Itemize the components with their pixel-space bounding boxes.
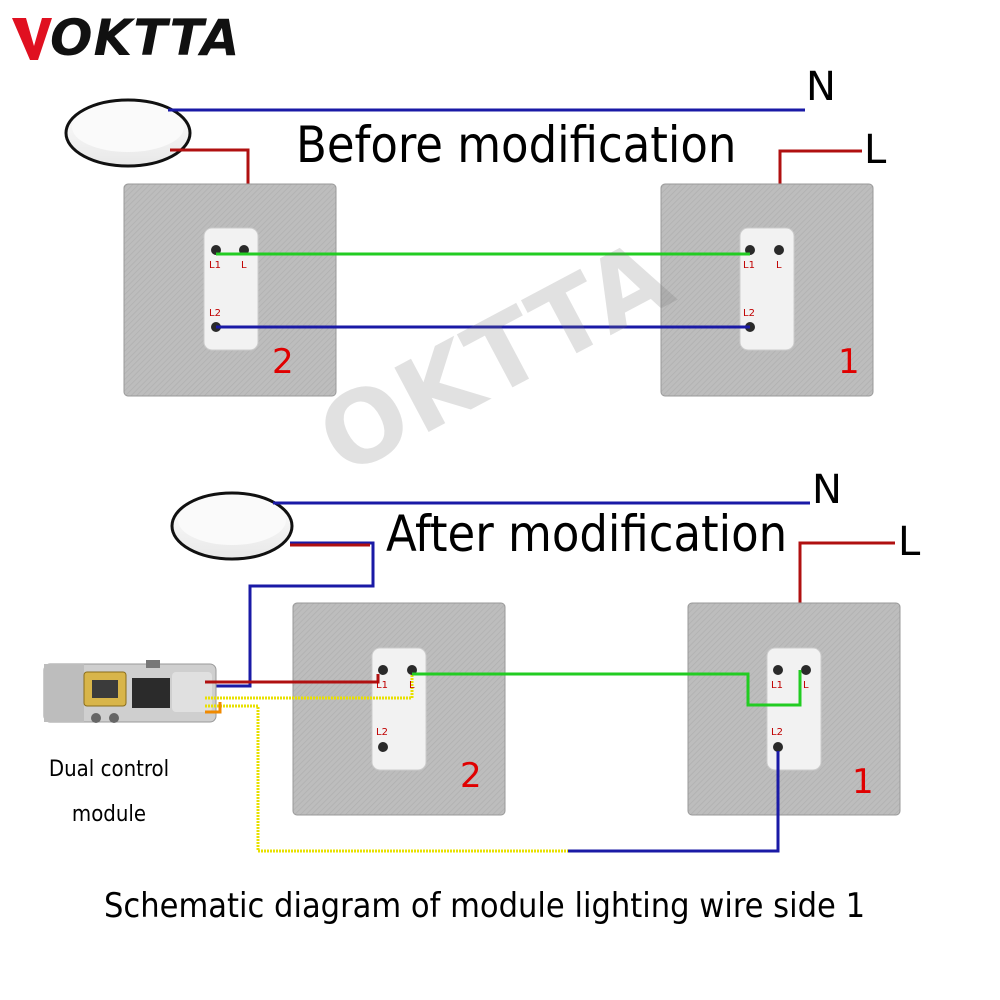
before-title: Before modification — [296, 116, 737, 174]
switch-2-after-l: L — [409, 680, 415, 691]
live-label-after: L — [898, 519, 921, 565]
ceiling-lamp-before — [64, 98, 192, 168]
switch-2-after-number: 2 — [460, 756, 482, 796]
lamp-live-wire-after — [205, 541, 375, 688]
switch-2-before-number: 2 — [272, 342, 294, 382]
switch-1-before-l2: L2 — [743, 308, 755, 319]
switch-2-before — [123, 183, 337, 397]
diagram-caption: Schematic diagram of module lighting wir… — [104, 886, 866, 926]
switch-1-before-l1: L1 — [743, 260, 755, 271]
switch-1-after-l: L — [803, 680, 809, 691]
module-yellow-wire-2 — [205, 704, 568, 853]
module-yellow-wire-1 — [205, 674, 414, 700]
after-title: After modification — [386, 505, 788, 563]
ceiling-lamp-after — [170, 491, 294, 561]
neutral-label-after: N — [812, 467, 842, 513]
module-orange-wire — [205, 702, 222, 714]
module-live-red-wire — [205, 674, 380, 684]
switch-2-before-l: L — [241, 260, 247, 271]
switch-1-before — [660, 183, 874, 397]
switch-2-before-l2: L2 — [209, 308, 221, 319]
switch-1-after-number: 1 — [852, 762, 874, 802]
switch-1-before-l: L — [776, 260, 782, 271]
switch-1-after-l2: L2 — [771, 727, 783, 738]
brand-logo: OKTTA — [12, 8, 240, 68]
switch-1-before-number: 1 — [838, 342, 860, 382]
return-blue-wire — [568, 751, 780, 853]
neutral-label-before: N — [806, 64, 836, 110]
switch-1-after-l1: L1 — [771, 680, 783, 691]
module-label-line1: Dual control — [48, 757, 170, 782]
switch-2-after-l2: L2 — [376, 727, 388, 738]
live-label-before: L — [864, 127, 887, 173]
brand-v-icon — [12, 18, 52, 60]
switch-2-before-l1: L1 — [209, 260, 221, 271]
switch-2-after-l1: L1 — [376, 680, 388, 691]
module-label-line2: module — [71, 802, 147, 827]
switch-1-after — [687, 602, 901, 816]
brand-name: OKTTA — [50, 9, 241, 67]
traveler-green-wire-after — [412, 670, 802, 707]
dual-control-module — [43, 660, 217, 723]
